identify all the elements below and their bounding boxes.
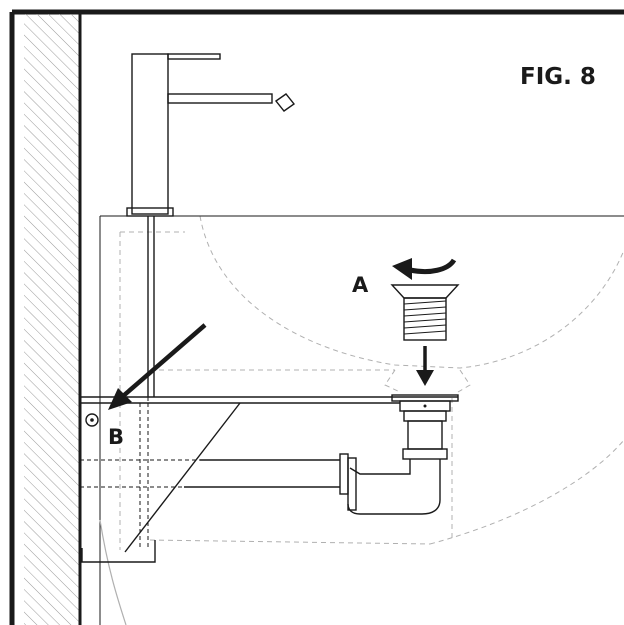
plug-thread — [403, 300, 447, 335]
insert-arrow-icon — [416, 346, 434, 386]
basin-hidden-outline — [119, 215, 624, 550]
wall — [24, 14, 82, 625]
drain-plug — [390, 284, 460, 341]
rotate-arrow-icon — [392, 258, 457, 280]
basin-outline — [99, 215, 624, 625]
figure-frame — [9, 9, 624, 625]
callout-label-a: A — [352, 273, 369, 297]
callout-label-b: B — [108, 425, 124, 449]
faucet — [126, 53, 296, 403]
support-bracket — [80, 396, 458, 563]
siphon-trap — [184, 394, 459, 515]
figure-title: FIG. 8 — [520, 64, 596, 90]
screw-icon — [85, 413, 99, 427]
screw-arrow-icon — [108, 323, 207, 410]
